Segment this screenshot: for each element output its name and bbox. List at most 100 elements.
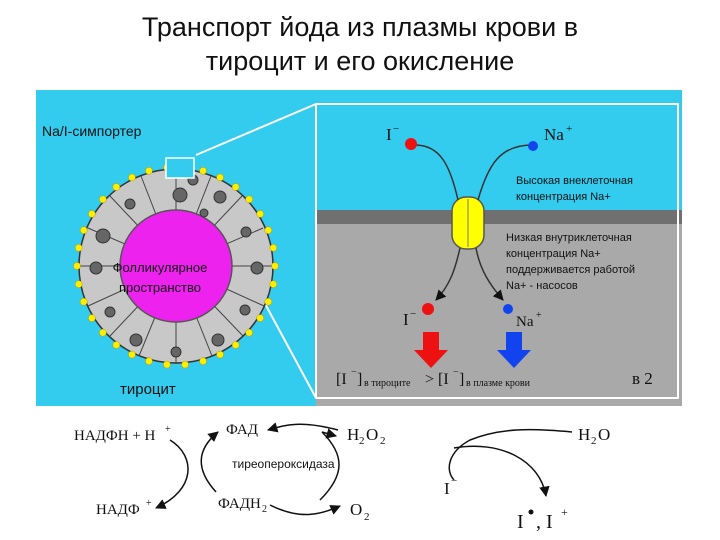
symporter-dot [257, 315, 264, 322]
svg-text:НАДФ: НАДФ [96, 502, 140, 518]
svg-text:[I: [I [336, 371, 347, 388]
svg-text:2: 2 [359, 435, 365, 447]
oxidation-arrow [454, 446, 546, 496]
iodide-reactant-label: I − [444, 475, 457, 498]
h2o2-label: H 2 O 2 [347, 425, 386, 447]
svg-text:I: I [403, 310, 409, 329]
fadh2-label: ФАДН 2 [218, 496, 267, 515]
svg-text:I: I [517, 511, 524, 533]
symporter-dot [75, 244, 82, 251]
svg-text:I: I [444, 479, 450, 498]
low-concentration-line-4: Na+ - насосов [506, 280, 578, 292]
symporter-label: Na/I-симпортер [42, 123, 142, 139]
panel-label: в 2 [632, 369, 653, 388]
svg-text:ФАДН: ФАДН [218, 496, 261, 512]
h2o2-to-fad-arrow [268, 424, 338, 430]
svg-text:[I: [I [438, 371, 449, 388]
svg-text:O: O [598, 425, 610, 444]
symporter-dot [128, 351, 135, 358]
nadph-label: НАДФН + Н + [74, 424, 171, 444]
svg-text:+: + [165, 424, 171, 435]
symporter-dot [257, 210, 264, 217]
iodide-ion-inside [422, 303, 434, 315]
reaction-scheme: НАДФН + Н + НАДФ + ФАД ФАДН 2 H 2 O 2 O … [74, 422, 610, 533]
symporter-dot [217, 174, 224, 181]
symporter-dot [99, 196, 106, 203]
symporter-dot [246, 196, 253, 203]
svg-text:O: O [350, 500, 362, 519]
symporter-dot [88, 315, 95, 322]
svg-text:2: 2 [591, 435, 597, 447]
symporter-dot [99, 329, 106, 336]
svg-text:НАДФН + Н: НАДФН + Н [74, 428, 156, 444]
symporter-highlight-box [166, 158, 194, 178]
svg-text:+: + [566, 123, 572, 135]
svg-text:2: 2 [380, 435, 386, 447]
svg-text:H: H [578, 425, 590, 444]
symporter-dot [272, 263, 279, 270]
symporter-dot [163, 361, 170, 368]
low-concentration-line-2: концентрация Na+ [506, 248, 601, 260]
svg-text:I: I [386, 125, 392, 144]
symporter-dot [232, 342, 239, 349]
svg-text:+: + [146, 498, 152, 509]
svg-text:>: > [425, 371, 434, 388]
svg-text:, I: , I [536, 511, 553, 533]
nadp-label: НАДФ + [96, 498, 152, 518]
sodium-ion-inside [503, 304, 513, 314]
symporter-dot [270, 281, 277, 288]
svg-text:−: − [393, 123, 399, 135]
symporter-dot [80, 227, 87, 234]
svg-text:в тироците: в тироците [364, 378, 411, 389]
symporter-dot [265, 298, 272, 305]
svg-text:]: ] [459, 371, 464, 388]
symporter-dot [145, 358, 152, 365]
thyrocyte-label: тироцит [120, 381, 176, 398]
symporter-dot [182, 361, 189, 368]
symporter-dot [232, 184, 239, 191]
svg-text:−: − [410, 308, 416, 320]
symporter-dot [80, 298, 87, 305]
membrane-zoom-panel [316, 90, 682, 406]
symporter-dot [88, 210, 95, 217]
svg-text:Na: Na [516, 314, 534, 330]
symporter-dot [113, 342, 120, 349]
low-concentration-line-3: поддерживается работой [506, 264, 635, 276]
symporter-dot [128, 174, 135, 181]
high-concentration-line-1: Высокая внеклеточная [516, 175, 633, 187]
enzyme-label: тиреопероксидаза [232, 457, 335, 471]
svg-text:2: 2 [262, 504, 267, 515]
symporter-dot [113, 184, 120, 191]
symporter-dot [200, 358, 207, 365]
symporter-dot [75, 281, 82, 288]
svg-text:Na: Na [544, 125, 564, 144]
iodine-products-label: I , I + [517, 505, 568, 533]
svg-text:2: 2 [364, 511, 370, 523]
symporter-dot [265, 227, 272, 234]
symporter-dot [270, 244, 277, 251]
symporter-dot [200, 167, 207, 174]
symporter-dot [217, 351, 224, 358]
high-concentration-line-2: концентрация Na+ [516, 191, 611, 203]
low-concentration-line-1: Низкая внутриклеточная [506, 232, 632, 244]
fadh2-to-fad-arrow [201, 432, 218, 492]
o2-label: O 2 [350, 500, 370, 523]
svg-text:+: + [536, 310, 542, 321]
water-label: H 2 O [578, 425, 610, 447]
iodide-ion-outside [405, 138, 417, 150]
follicle-label-line-1: Фолликулярное [113, 260, 208, 275]
nadph-to-nadp-arrow [156, 440, 188, 508]
na-i-symporter-protein [452, 197, 484, 249]
svg-text:в плазме крови: в плазме крови [466, 378, 531, 389]
svg-text:]: ] [357, 371, 362, 388]
symporter-dot [74, 263, 81, 270]
fad-label: ФАД [226, 422, 258, 438]
follicle-label-line-2: пространство [119, 280, 201, 295]
svg-text:+: + [561, 505, 568, 519]
sodium-ion-outside [528, 141, 538, 151]
svg-text:O: O [366, 425, 378, 444]
fadh2-to-o2-arrow [270, 505, 340, 515]
water-branch-arc [449, 430, 572, 480]
svg-text:H: H [347, 425, 359, 444]
